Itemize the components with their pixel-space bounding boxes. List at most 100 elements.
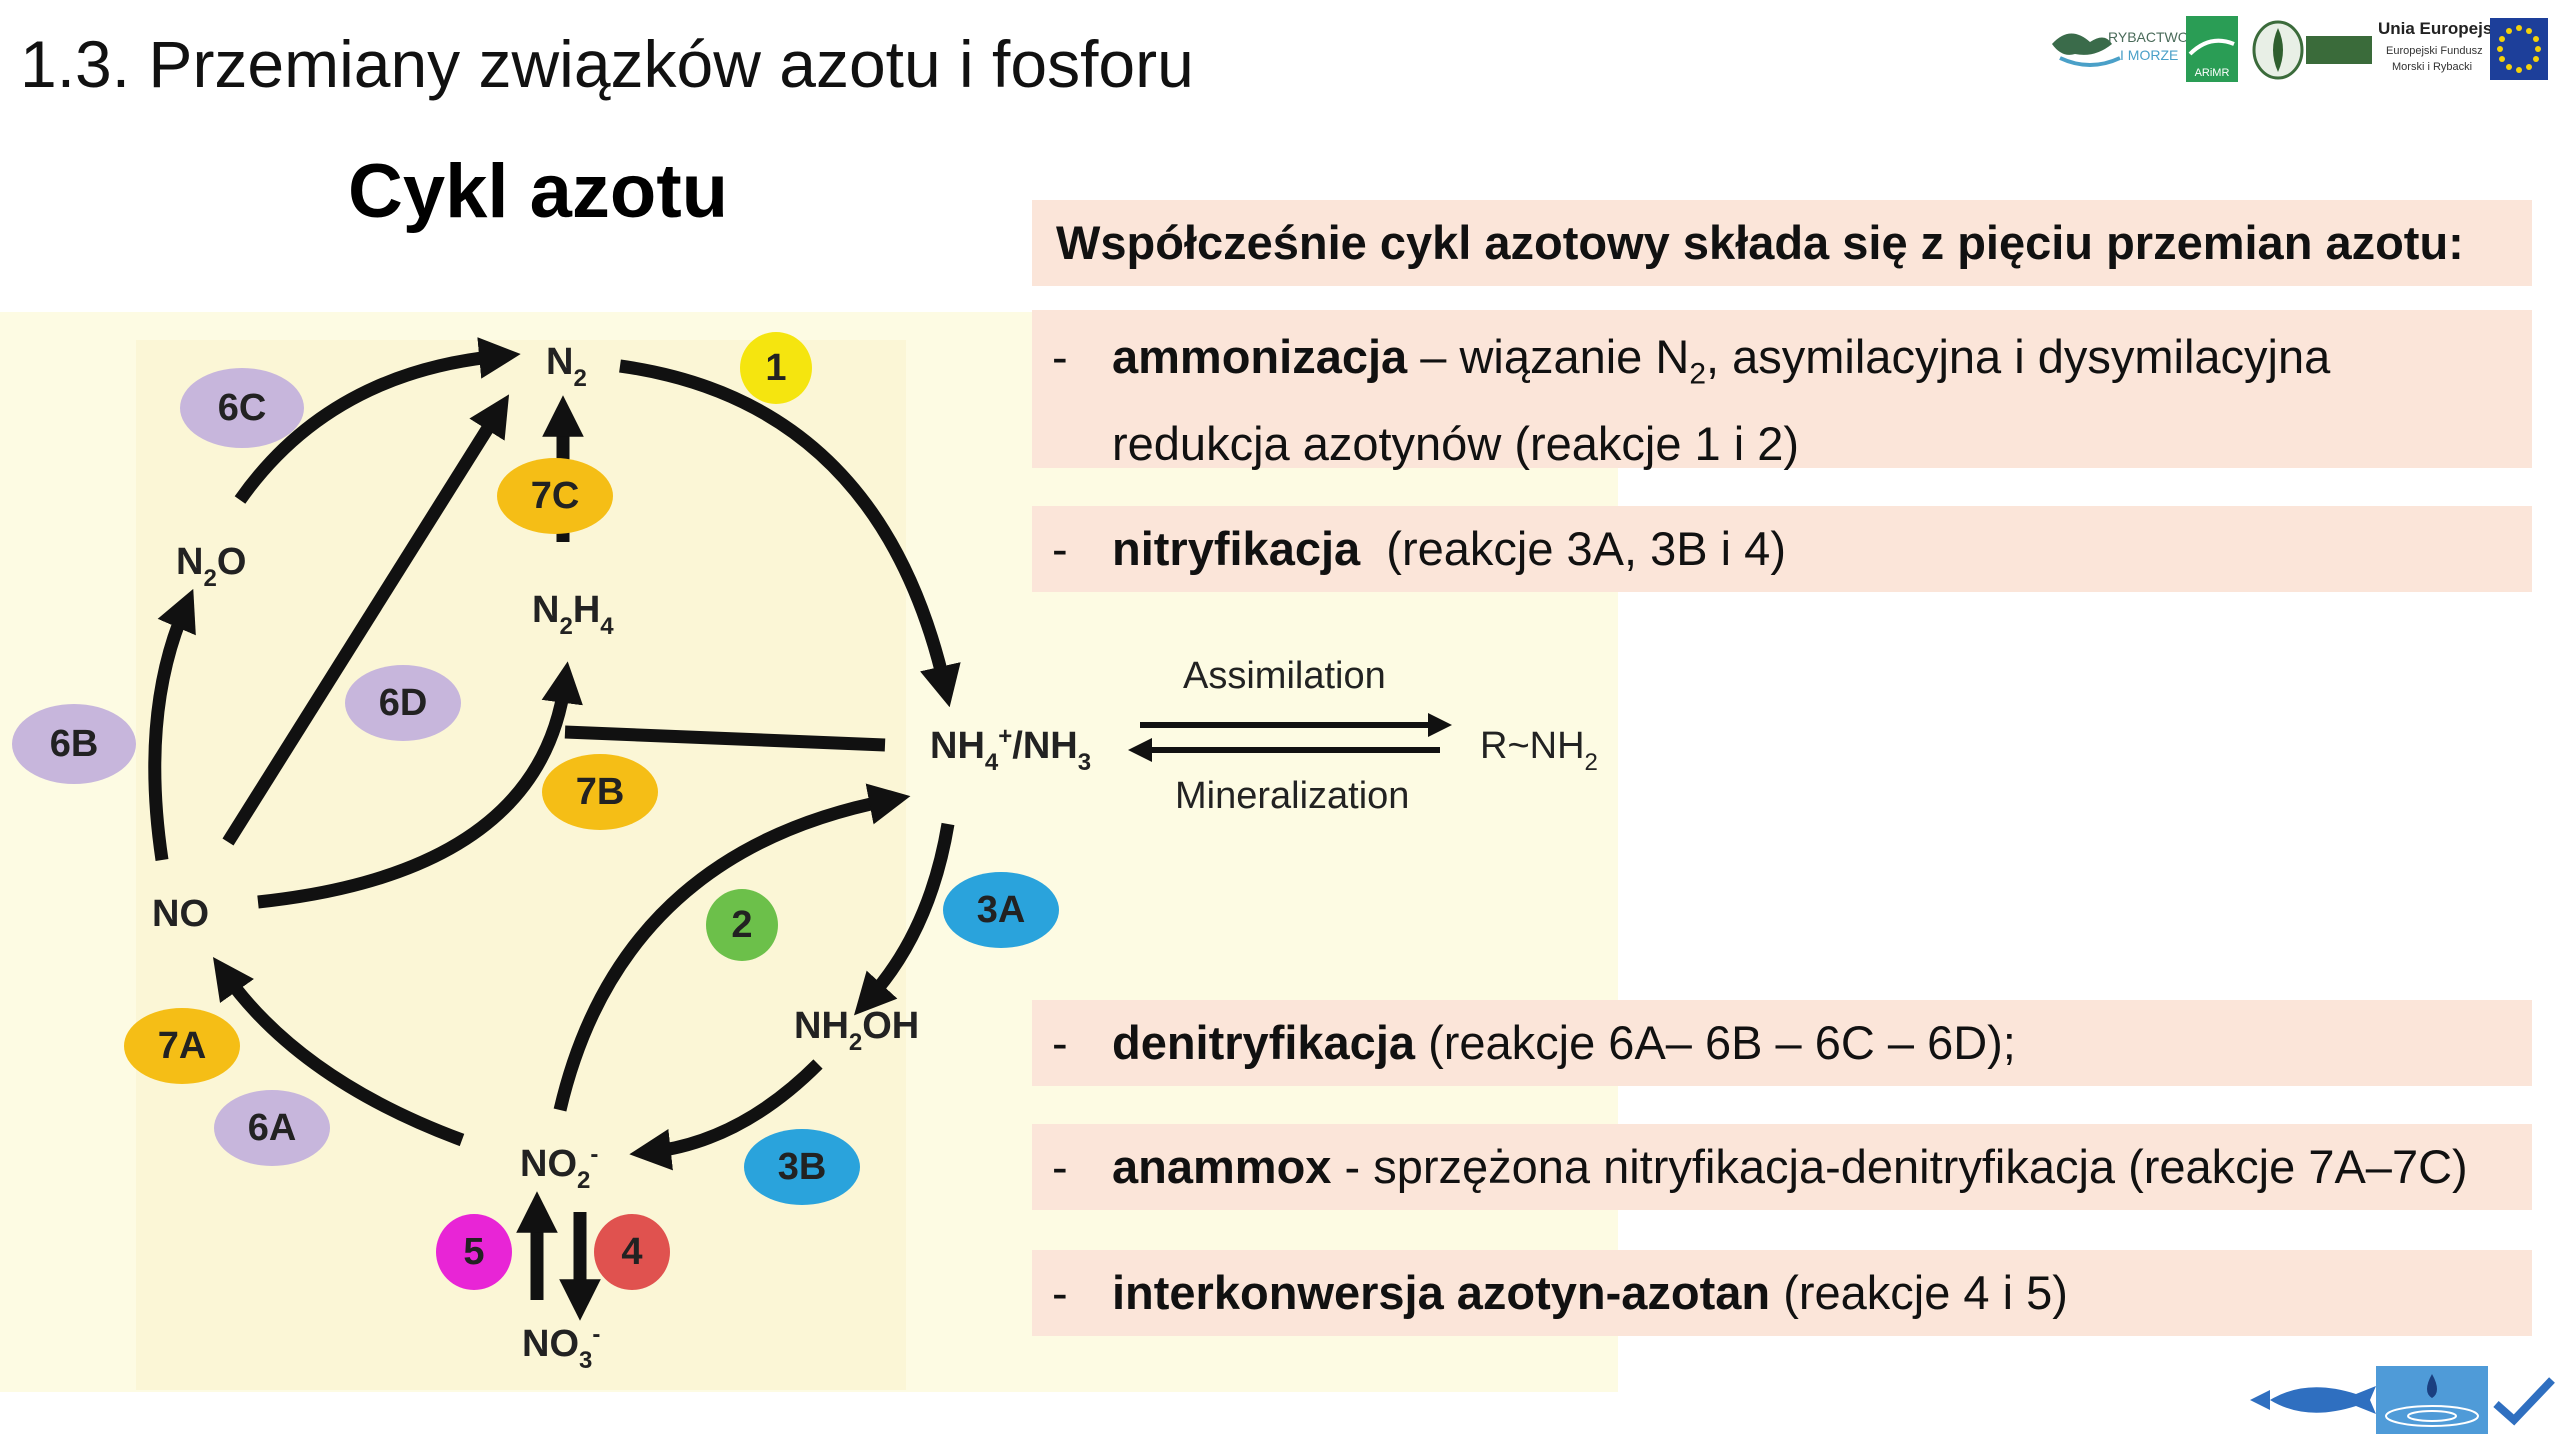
item-desc-b: , asymilacyjna i dysymilacyjna (1706, 330, 2331, 383)
rybactwo-logo: RYBACTWO I MORZE (2052, 29, 2189, 67)
item-bold: interkonwersja azotyn-azotan (1112, 1266, 1771, 1319)
item-nitryfikacja: - nitryfikacja (reakcje 3A, 3B i 4) (1032, 506, 2532, 592)
species-no: NO (152, 893, 209, 935)
reaction-badge-shape (542, 754, 658, 830)
reaction-badge-3b: 3B (744, 1129, 860, 1205)
item-desc-a: – wiązanie N (1407, 330, 1690, 383)
reaction-badge-shape (594, 1214, 670, 1290)
species-no3: NO3- (522, 1321, 600, 1374)
header-box: Współcześnie cykl azotowy składa się z p… (1032, 200, 2532, 286)
bullet-dash: - (1052, 1140, 1068, 1193)
reaction-badge-label: 6D (379, 682, 428, 724)
reaction-badge-shape (497, 458, 613, 534)
partner-logos: RYBACTWO I MORZE ARiMR Unia Europejska E… (2050, 14, 2550, 84)
species-n2h4: N2H4 (532, 589, 614, 640)
reaction-badge-shape (214, 1090, 330, 1166)
reaction-badge-1: 1 (740, 332, 812, 404)
reaction-badge-6d: 6D (345, 665, 461, 741)
reaction-badge-label: 3A (977, 889, 1026, 931)
reaction-badge-2: 2 (706, 889, 778, 961)
item-bold: nitryfikacja (1112, 522, 1361, 575)
item-desc: - sprzężona nitryfikacja-denitryfikacja … (1331, 1140, 2468, 1193)
diagram-title: Cykl azotu (348, 149, 729, 234)
item-desc: (reakcje 6A– 6B – 6C – 6D); (1415, 1016, 2016, 1069)
fish-icon (2250, 1386, 2376, 1414)
item-anammox: - anammox - sprzężona nitryfikacja-denit… (1032, 1124, 2532, 1210)
species-nh2oh: NH2OH (794, 1005, 919, 1056)
reaction-badge-shape (706, 889, 778, 961)
reaction-badge-5: 5 (436, 1214, 512, 1290)
reaction-badge-6b: 6B (12, 704, 136, 784)
arrow-7b-line (564, 725, 886, 752)
item-text: interkonwersja azotyn-azotan (reakcje 4 … (1112, 1258, 2512, 1328)
nitrogen-cycle-diagram: Assimilation Mineralization N2 N2O N2H4 … (12, 332, 1598, 1374)
item-bold: anammox (1112, 1140, 1332, 1193)
eu-logo: Unia Europejska Europejski Fundusz Morsk… (2378, 18, 2548, 80)
reaction-badge-label: 6A (248, 1107, 297, 1149)
reaction-badge-label: 4 (621, 1231, 642, 1273)
arrow-3b (629, 1059, 823, 1171)
arrow-2 (553, 783, 911, 1112)
reaction-badge-label: 1 (765, 347, 786, 389)
item-bold: ammonizacja (1112, 330, 1408, 383)
reaction-badge-6c: 6C (180, 368, 304, 448)
item-sub: 2 (1689, 357, 1707, 391)
reaction-badge-6a: 6A (214, 1090, 330, 1166)
item-denitryfikacja: - denitryfikacja (reakcje 6A– 6B – 6C – … (1032, 1000, 2532, 1086)
reaction-badge-label: 7C (531, 475, 580, 517)
reaction-badge-7a: 7A (124, 1008, 240, 1084)
item-ammonizacja: - ammonizacja – wiązanie N2, asymilacyjn… (1032, 310, 2532, 470)
species-no2: NO2- (520, 1141, 598, 1194)
arimr-logo: ARiMR (2186, 16, 2238, 82)
arrow-6d (222, 394, 510, 846)
eu-line3: Morski i Rybacki (2392, 61, 2472, 73)
reaction-badge-shape (180, 368, 304, 448)
reaction-badge-7b: 7B (542, 754, 658, 830)
item-desc: (reakcje 3A, 3B i 4) (1360, 522, 1786, 575)
arrow-1 (619, 359, 961, 708)
reaction-badge-7c: 7C (497, 458, 613, 534)
species-nh4-nh3: NH4+/NH3 (930, 723, 1091, 776)
rybactwo-line1: RYBACTWO (2108, 29, 2189, 45)
arimr-text: ARiMR (2195, 67, 2230, 79)
eu-line1: Unia Europejska (2378, 19, 2512, 38)
item-text: anammox - sprzężona nitryfikacja-denitry… (1112, 1132, 2532, 1202)
reaction-badge-label: 7A (158, 1025, 207, 1067)
arrow-6a (212, 957, 465, 1147)
eu-line2: Europejski Fundusz (2386, 45, 2483, 57)
reaction-badge-shape (436, 1214, 512, 1290)
arrow-7b (257, 661, 583, 909)
mineralization-label: Mineralization (1175, 775, 1409, 817)
reaction-badge-shape (12, 704, 136, 784)
item-desc: (reakcje 4 i 5) (1770, 1266, 2068, 1319)
assimilation-label: Assimilation (1183, 655, 1386, 697)
species-n2: N2 (546, 341, 587, 392)
rybactwo-line2: I MORZE (2120, 47, 2178, 63)
bullet-dash: - (1052, 522, 1068, 575)
reaction-badge-label: 2 (731, 904, 752, 946)
reaction-badge-label: 6C (218, 387, 267, 429)
checkmark-icon (2493, 1377, 2555, 1426)
item-text: ammonizacja – wiązanie N2, asymilacyjna … (1112, 322, 2512, 479)
bullet-dash: - (1052, 330, 1068, 383)
reaction-badge-shape (345, 665, 461, 741)
item-bold: denitryfikacja (1112, 1016, 1416, 1069)
reaction-badge-label: 5 (463, 1231, 484, 1273)
item-text: denitryfikacja (reakcje 6A– 6B – 6C – 6D… (1112, 1008, 2512, 1078)
reaction-badge-4: 4 (594, 1214, 670, 1290)
arrow-3a (853, 822, 955, 1016)
ministry-logo (2252, 20, 2372, 80)
slide-title: 1.3. Przemiany związków azotu i fosforu (20, 27, 1194, 101)
reaction-badge-label: 3B (778, 1146, 827, 1188)
item-desc-line2: redukcja azotynów (reakcje 1 i 2) (1112, 417, 1800, 471)
reaction-badge-shape (124, 1008, 240, 1084)
reaction-badge-label: 6B (50, 723, 99, 765)
item-interkonwersja: - interkonwersja azotyn-azotan (reakcje … (1032, 1250, 2532, 1336)
reaction-badge-label: 7B (576, 771, 625, 813)
reaction-badge-shape (943, 872, 1059, 948)
footer-logo (2246, 1364, 2556, 1436)
reaction-badge-3a: 3A (943, 872, 1059, 948)
item-text: nitryfikacja (reakcje 3A, 3B i 4) (1112, 514, 2512, 584)
species-n2o: N2O (176, 541, 246, 592)
species-rnh2: R~NH2 (1480, 725, 1598, 776)
